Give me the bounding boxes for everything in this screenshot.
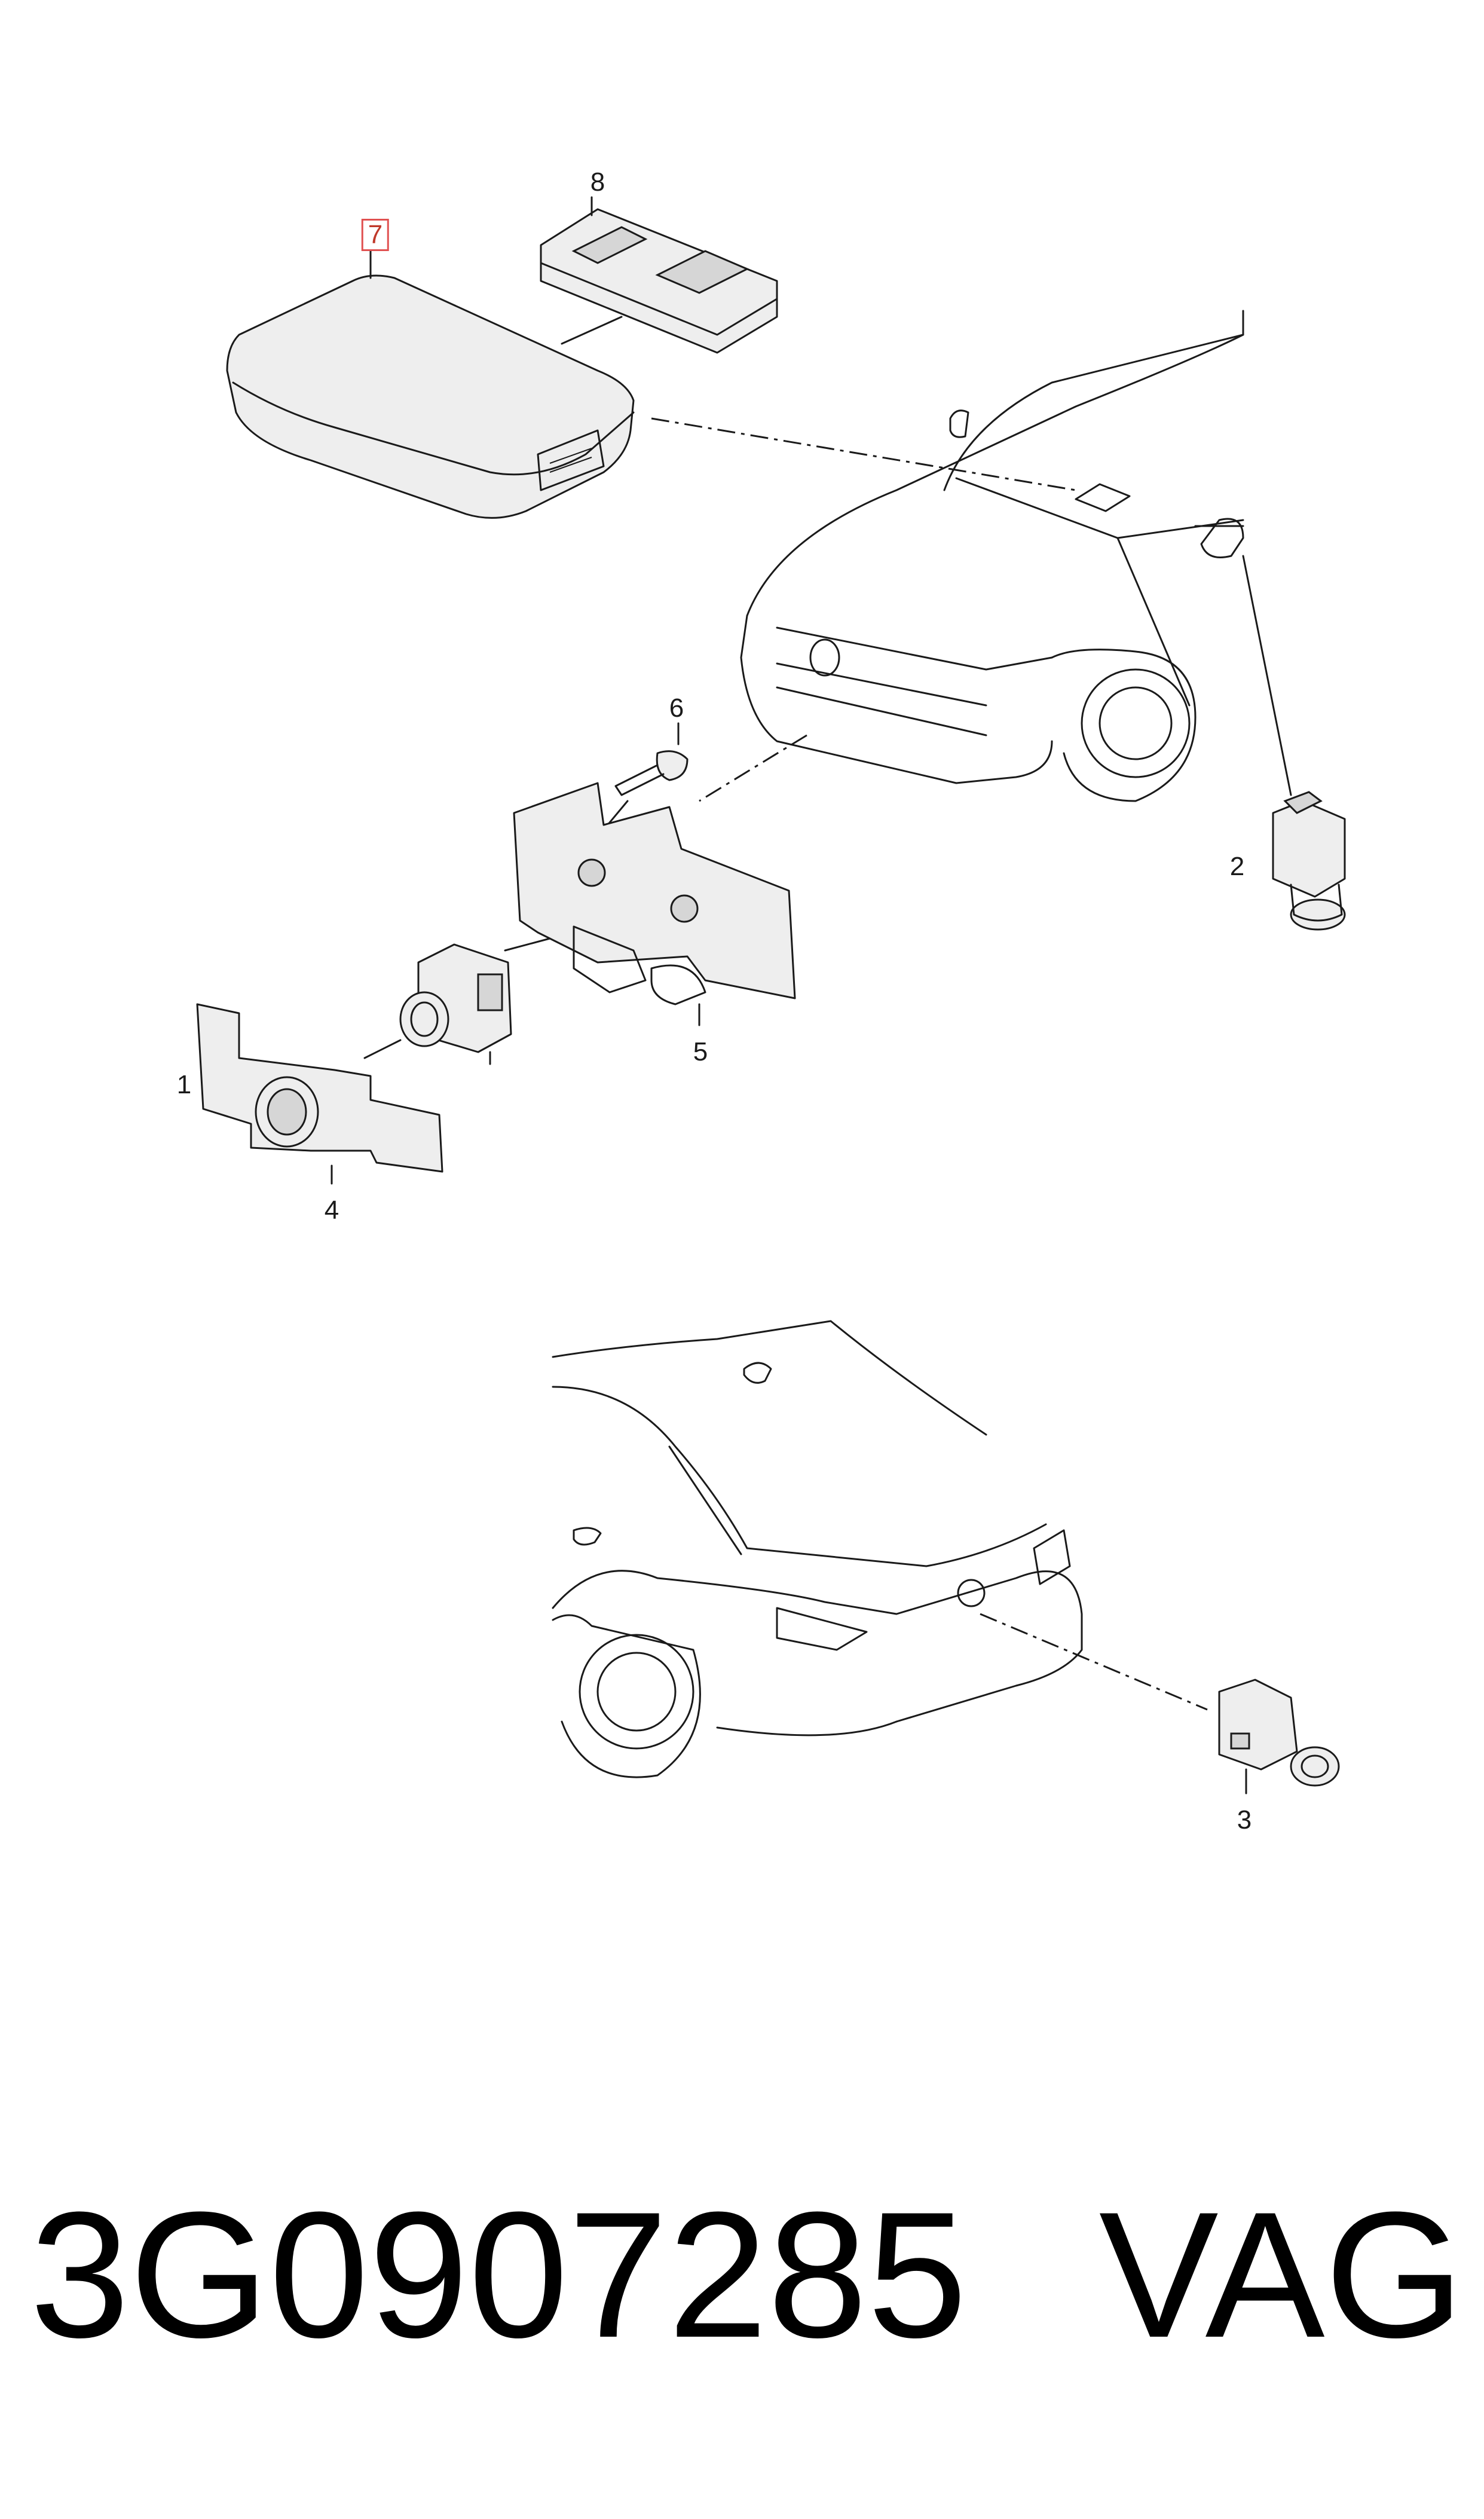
front-car (740, 310, 1244, 802)
brand: VAG (1099, 2174, 1464, 2375)
callout-7: 7 (361, 219, 390, 251)
rear-car (552, 1320, 1083, 1778)
part-4-trim (196, 1003, 443, 1185)
callout-2: 2 (1229, 852, 1245, 881)
part-2-side-camera (1272, 791, 1346, 931)
callout-5: 5 (693, 1037, 708, 1066)
callout-8: 8 (590, 167, 605, 197)
callout-4: 4 (324, 1196, 339, 1225)
part-1-front-camera (399, 943, 512, 1065)
part-8-module (540, 196, 778, 354)
windshield-sensor-mark (1075, 483, 1131, 512)
part-7-cover (226, 238, 635, 519)
callout-6: 6 (669, 693, 684, 723)
caption: 3G0907285 VAG (30, 2176, 1464, 2373)
callout-3: 3 (1237, 1805, 1252, 1835)
part-number: 3G0907285 (30, 2174, 968, 2375)
part-5-bracket (513, 782, 796, 1026)
callout-1: 1 (176, 1070, 192, 1099)
part-3-rear-camera (1218, 1679, 1340, 1795)
part-6-bolt (596, 722, 689, 838)
